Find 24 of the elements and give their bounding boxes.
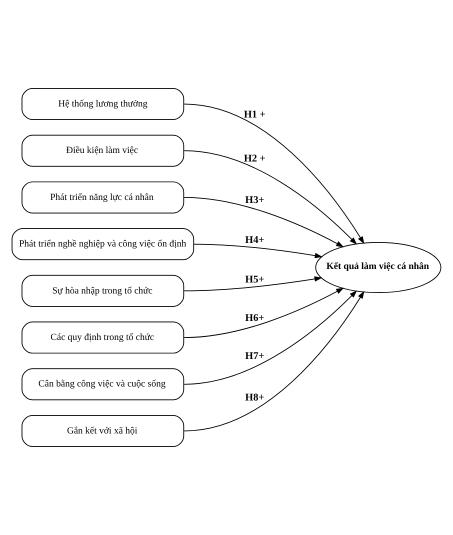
node-box: Sự hòa nhập trong tổ chức	[22, 274, 184, 307]
edge-label: H2 +	[244, 154, 266, 165]
edge-label: H4+	[245, 234, 264, 246]
arrow	[184, 276, 322, 292]
arrow	[184, 104, 364, 244]
arrow	[184, 197, 344, 248]
arrow	[193, 244, 323, 258]
edge-label: H7+	[245, 350, 264, 362]
arrow	[184, 288, 344, 338]
node-box: Hệ thống lương thưởng	[22, 88, 184, 120]
node-box: Gắn kết với xã hội	[22, 414, 184, 447]
node-box: Các quy định trong tổ chức	[22, 322, 184, 354]
node-box: Phát triển năng lực cá nhân	[22, 181, 184, 214]
node-box: Cân bằng công việc và cuộc sống	[22, 368, 184, 400]
edge-label: H5+	[245, 274, 264, 286]
edge-label: H1 +	[244, 110, 266, 121]
arrow	[184, 150, 358, 245]
edge-label: H3+	[245, 195, 264, 206]
edge-label: H6+	[245, 312, 264, 324]
node-box: Phát triển nghề nghiệp và công việc ổn định	[12, 228, 194, 260]
arrow	[184, 290, 358, 385]
node-box: Điều kiện làm việc	[22, 134, 184, 167]
edge-label: H8+	[245, 392, 264, 404]
arrow	[184, 290, 364, 432]
